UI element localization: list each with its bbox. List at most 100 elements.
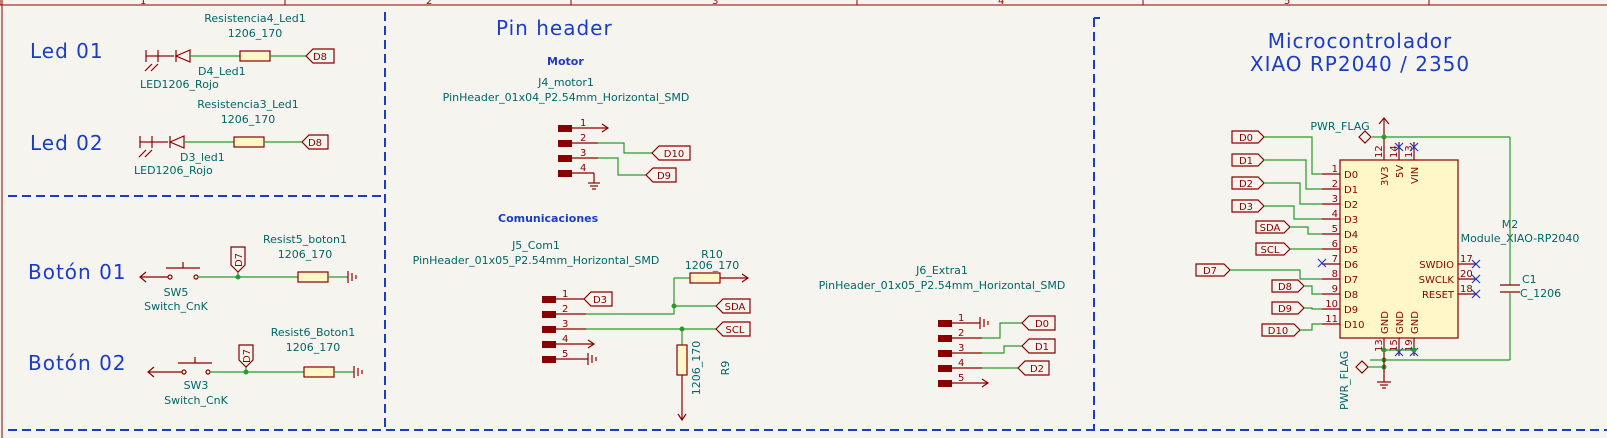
- frame-col-2: 2: [426, 0, 432, 7]
- label-d3-j5: D3: [593, 295, 607, 306]
- j4-pin-3: 3: [580, 148, 586, 159]
- m2-pin-d4: D4: [1344, 230, 1358, 241]
- j5-pin-2: 2: [562, 304, 568, 315]
- m2-pin-swdio: SWDIO: [1419, 260, 1454, 271]
- j6-pin-3: 3: [958, 343, 964, 354]
- section-title-boton02: Botón 02: [28, 351, 127, 375]
- label-d8-led01: D8: [313, 52, 327, 63]
- label-d1-j6: D1: [1035, 342, 1049, 353]
- m2-bottom-pins: GND GND GND 13 15 19: [1374, 311, 1421, 357]
- m2-pin-gnd1: GND: [1380, 311, 1391, 334]
- r5-ref: Resist5_boton1: [263, 233, 347, 246]
- r6-value: 1206_170: [286, 341, 341, 354]
- j4-ref: J4_motor1: [537, 76, 594, 89]
- m2-pin-d0: D0: [1344, 170, 1358, 181]
- m2-pin-d9: D9: [1344, 305, 1358, 316]
- j4-pin-2: 2: [580, 133, 586, 144]
- m-label-d2: D2: [1239, 179, 1253, 190]
- m2-pinnum-1: 1: [1332, 164, 1338, 175]
- c1-value: C_1206: [1520, 287, 1561, 300]
- m2-pinnum-15: 15: [1389, 339, 1400, 352]
- m-label-d9: D9: [1278, 304, 1292, 315]
- label-d9-j4: D9: [657, 171, 671, 182]
- m2-net-labels: D0 D1 D2 D3 SDA SCL D7 D8 D9 D10: [1195, 130, 1322, 337]
- j5-pin-5: 5: [562, 349, 568, 360]
- m2-pin-5v: 5V: [1395, 165, 1406, 178]
- m2-pinnum-18: 18: [1460, 284, 1473, 295]
- d4-value: LED1206_Rojo: [140, 78, 219, 91]
- m-label-d0: D0: [1239, 133, 1253, 144]
- m2-pinnum-10: 10: [1325, 299, 1338, 310]
- label-d8-led02: D8: [308, 138, 322, 149]
- label-d7-boton02: D7: [242, 349, 253, 363]
- j4-motor-header: J4_motor1 PinHeader_01x04_P2.54mm_Horizo…: [443, 76, 691, 190]
- m2-power-net: PWR_FLAG C1 C_1206 PWR_FLAG: [1310, 117, 1561, 410]
- j5-com-header: J5_Com1 PinHeader_01x05_P2.54mm_Horizont…: [413, 239, 751, 422]
- subsection-comunicaciones: Comunicaciones: [498, 212, 599, 225]
- m2-top-pins: 3V3 5V VIN 12 14 13: [1374, 142, 1421, 186]
- m2-pinnum-12: 12: [1374, 145, 1385, 158]
- m2-pinnum-3: 3: [1332, 194, 1338, 205]
- m-label-d8: D8: [1278, 282, 1292, 293]
- boton02-circuit: Resist6_Boton1 1206_170 D7 SW3 Switch_Cn…: [147, 326, 363, 407]
- m2-pinnum-13-top: 13: [1404, 145, 1415, 158]
- pwr-flag-bottom: PWR_FLAG: [1338, 351, 1351, 410]
- m-label-sda: SDA: [1260, 223, 1281, 234]
- m2-pinnum-20: 20: [1460, 269, 1473, 280]
- m2-pin-d7: D7: [1344, 275, 1358, 286]
- j5-pin-4: 4: [562, 334, 568, 345]
- label-d7-boton01: D7: [234, 253, 245, 267]
- m2-pin-reset: RESET: [1422, 290, 1455, 301]
- m-label-d10: D10: [1268, 326, 1288, 337]
- label-d0-j6: D0: [1035, 319, 1049, 330]
- label-sda-j5: SDA: [725, 302, 746, 313]
- section-title-boton01: Botón 01: [28, 260, 127, 284]
- m2-pinnum-6: 6: [1332, 239, 1338, 250]
- m2-pinnum-13: 13: [1374, 339, 1385, 352]
- m2-pin-3v3: 3V3: [1380, 166, 1391, 186]
- m-label-d1: D1: [1239, 156, 1253, 167]
- m-label-d7: D7: [1203, 266, 1217, 277]
- r4-ref: Resistencia4_Led1: [204, 12, 306, 25]
- r5-value: 1206_170: [278, 248, 333, 261]
- j6-pin-5: 5: [958, 373, 964, 384]
- frame-col-5: 5: [1284, 0, 1290, 7]
- m2-pin-d8: D8: [1344, 290, 1358, 301]
- m2-pin-swclk: SWCLK: [1419, 275, 1455, 286]
- m2-right-pins: SWDIO SWCLK RESET 17 20 18: [1419, 254, 1481, 301]
- m2-pinnum-11: 11: [1325, 314, 1338, 325]
- section-title-led01: Led 01: [30, 39, 104, 63]
- j6-value: PinHeader_01x05_P2.54mm_Horizontal_SMD: [819, 279, 1066, 292]
- section-title-led02: Led 02: [30, 131, 104, 155]
- m2-pinnum-4: 4: [1332, 209, 1338, 220]
- m2-pin-gnd3: GND: [1410, 311, 1421, 334]
- r9-value: 1206_170: [690, 341, 703, 396]
- boton01-circuit: Resist5_boton1 1206_170 D7 SW5 Switch_Cn…: [139, 233, 357, 313]
- j5-pin-1: 1: [562, 289, 568, 300]
- m2-pinnum-9: 9: [1332, 284, 1338, 295]
- m2-pin-d5: D5: [1344, 245, 1358, 256]
- label-scl-j5: SCL: [726, 325, 745, 336]
- m2-pin-d1: D1: [1344, 185, 1358, 196]
- label-d10-j4: D10: [664, 149, 684, 160]
- frame-col-1: 1: [140, 0, 146, 7]
- m2-left-pins: 1 2 3 4 5 6 7 8 9 10 11 D0 D1 D2 D3 D4 D…: [1317, 164, 1364, 331]
- d4-ref: D4_Led1: [198, 65, 246, 78]
- j4-value: PinHeader_01x04_P2.54mm_Horizontal_SMD: [443, 91, 690, 104]
- m2-pinnum-7: 7: [1332, 254, 1338, 265]
- j6-ref: J6_Extra1: [915, 264, 968, 277]
- r6-ref: Resist6_Boton1: [271, 326, 356, 339]
- d3-ref: D3_led1: [180, 151, 225, 164]
- frame-col-3: 3: [712, 0, 718, 7]
- sw3-value: Switch_CnK: [164, 394, 229, 407]
- m2-pin-vin: VIN: [1410, 167, 1421, 184]
- m2-value: Module_XIAO-RP2040: [1461, 232, 1580, 245]
- j5-value: PinHeader_01x05_P2.54mm_Horizontal_SMD: [413, 254, 660, 267]
- subsection-motor: Motor: [547, 55, 584, 68]
- j4-pin-4: 4: [580, 163, 586, 174]
- m2-pinnum-17: 17: [1460, 254, 1473, 265]
- r10-value: 1206_170: [685, 259, 740, 272]
- section-title-micro-line2: XIAO RP2040 / 2350: [1250, 52, 1470, 76]
- r10-ref: R10: [701, 248, 723, 261]
- m2-xiao-module: 1 2 3 4 5 6 7 8 9 10 11 D0 D1 D2 D3 D4 D…: [1317, 142, 1580, 357]
